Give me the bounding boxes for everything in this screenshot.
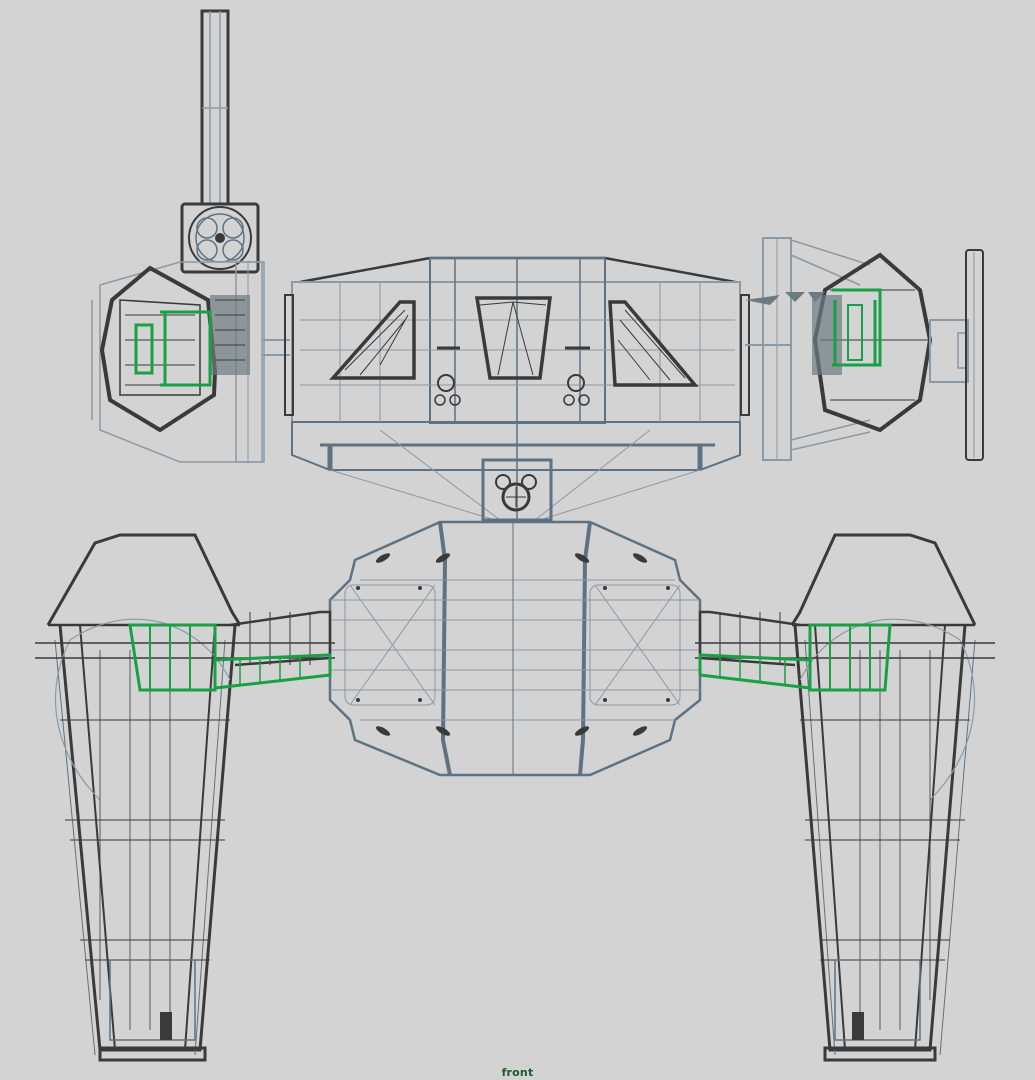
lower-body[interactable] [328,520,702,777]
center-sensor[interactable] [481,458,553,522]
left-wing-strut-selected[interactable] [128,623,332,692]
center-window[interactable] [474,296,552,380]
right-side-panel[interactable] [965,249,984,461]
left-window[interactable] [329,300,416,380]
left-engine-pod[interactable] [91,261,290,463]
left-wing[interactable] [35,533,335,1062]
right-engine-pod[interactable] [745,237,969,461]
upper-hull[interactable] [284,256,750,521]
right-wing[interactable] [695,533,995,1062]
right-wing-strut-selected[interactable] [698,623,892,692]
camera-label: front [0,1066,1035,1079]
fan-unit[interactable] [180,202,260,274]
antenna[interactable] [200,9,230,206]
camera-name: front [501,1066,534,1079]
right-window[interactable] [608,300,699,387]
